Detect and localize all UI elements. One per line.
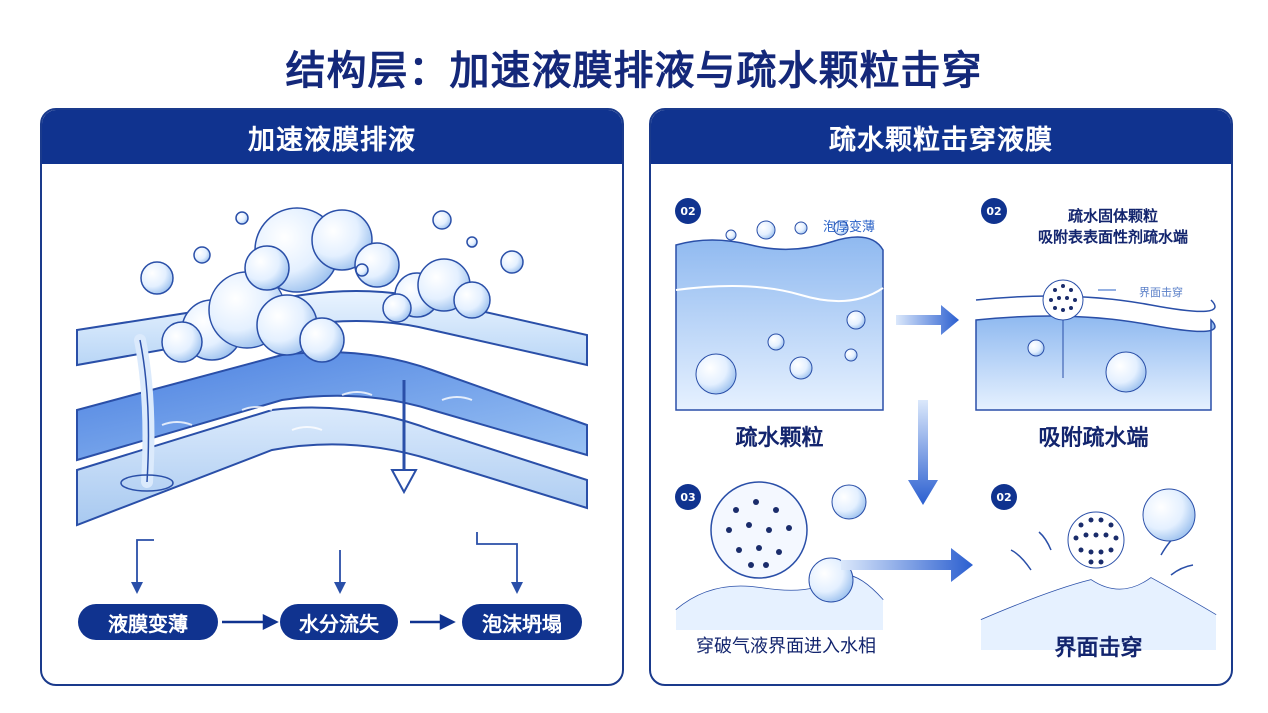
step3-particle-sphere — [675, 481, 884, 630]
step1-caption: 疏水颗粒 — [735, 426, 824, 451]
step2-note-line1: 疏水固体颗粒 — [1067, 207, 1158, 225]
step2-badge: 02 — [981, 198, 1007, 224]
step3-caption: 穿破气液界面进入水相 — [696, 636, 876, 657]
step1-note: 泡厚变薄 — [823, 220, 876, 235]
step4-badge: 02 — [991, 484, 1017, 510]
step4-splash — [980, 488, 1217, 650]
flow-step-foam-collapse: 泡沫坍塌 — [462, 604, 582, 640]
drainage-panel-header: 加速液膜排液 — [42, 110, 622, 164]
step3-badge: 03 — [675, 484, 701, 510]
step2-note: 疏水固体颗粒 吸附表表面性剂疏水端 — [1013, 206, 1213, 248]
foam-cloud-large — [161, 271, 345, 363]
step2-surface-particle — [975, 279, 1216, 411]
step1-badge: 02 — [675, 198, 701, 224]
foam-cloud-top — [244, 207, 400, 293]
floating-bubbles — [140, 210, 524, 295]
arrow-step3-to-step4 — [841, 548, 973, 582]
flow-step-water-loss: 水分流失 — [280, 604, 398, 640]
bottom-film-layer — [76, 406, 588, 527]
step1-water-tank — [675, 220, 884, 411]
puncture-process-illustration — [675, 220, 1217, 650]
particle-panel-header: 疏水颗粒击穿液膜 — [651, 110, 1231, 164]
particle-puncture-panel: 疏水颗粒击穿液膜 — [649, 108, 1233, 686]
step2-tag: 界面击穿 — [1139, 286, 1183, 299]
drainage-panel: 加速液膜排液 — [40, 108, 624, 686]
flow-step-film-thinning: 液膜变薄 — [78, 604, 218, 640]
step2-caption: 吸附疏水端 — [1038, 426, 1149, 451]
arrow-step2-to-step4 — [908, 400, 938, 505]
foam-cloud-right — [382, 258, 491, 323]
flow-connectors — [136, 532, 518, 585]
step4-caption: 界面击穿 — [1054, 636, 1143, 661]
step2-note-line2: 吸附表表面性剂疏水端 — [1037, 228, 1188, 246]
arrow-step1-to-step2 — [896, 305, 959, 335]
flow-arrows — [222, 613, 456, 631]
film-layers-illustration — [76, 207, 588, 631]
page-title: 结构层：加速液膜排液与疏水颗粒击穿 — [285, 48, 983, 94]
